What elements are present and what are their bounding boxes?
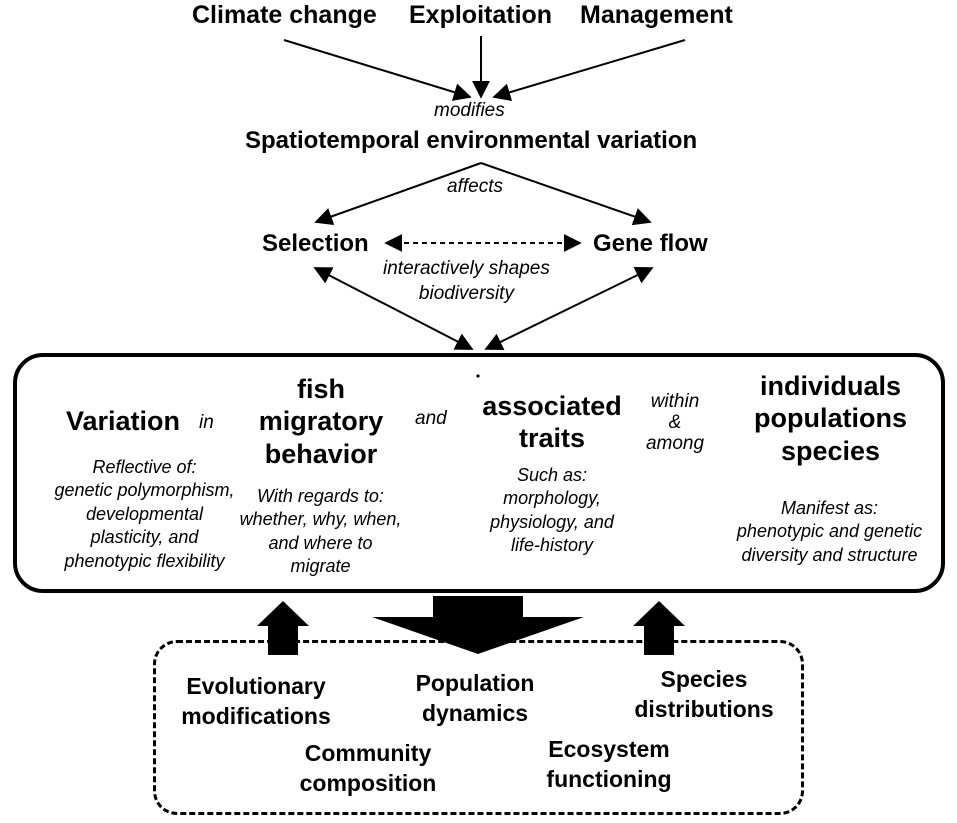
label-spatiotemporal-variation: Spatiotemporal environmental variation [245, 127, 698, 154]
arrow-gene-flow-to-box [484, 267, 654, 350]
driver-exploitation: Exploitation [409, 1, 553, 29]
traits-variation-box [13, 353, 945, 593]
stray-dot [476, 374, 480, 378]
box-levels-note: Manifest as: phenotypic and genetic dive… [736, 498, 923, 565]
label-selection: Selection [262, 230, 369, 257]
outcomes-box [153, 640, 804, 815]
box-in: in [199, 412, 214, 433]
driver-climate-change: Climate change [192, 1, 377, 29]
block-arrow-down [372, 596, 584, 654]
box-variation-note: Reflective of: genetic polymorphism, dev… [54, 457, 235, 571]
outcome-population-dynamics: Population dynamics [415, 670, 535, 726]
outcome-evolutionary-modifications: Evolutionary modifications [181, 673, 331, 729]
box-levels: individuals populations species [754, 371, 907, 466]
box-associated-traits: associated traits [482, 391, 622, 454]
outcome-ecosystem-functioning: Ecosystem functioning [546, 736, 672, 792]
box-within-among: within & among [645, 391, 705, 454]
arrow-climate-change [283, 39, 472, 101]
label-gene-flow: Gene flow [593, 230, 708, 257]
arrow-to-selection [314, 162, 482, 226]
box-and: and [415, 408, 447, 429]
label-interactively-shapes: interactively shapes biodiversity [383, 258, 550, 304]
outcome-species-distributions: Species distributions [634, 666, 774, 722]
label-modifies: modifies [434, 100, 505, 121]
arrow-to-gene-flow [480, 162, 652, 226]
driver-management: Management [580, 1, 733, 29]
box-fish-migratory-behavior: fish migratory behavior [258, 374, 384, 469]
arrow-selection-to-box [313, 267, 474, 350]
arrow-management [492, 39, 686, 101]
box-variation-title: Variation [66, 406, 181, 436]
label-affects: affects [447, 176, 503, 197]
box-traits-note: Such as: morphology, physiology, and lif… [490, 465, 614, 556]
outcome-community-composition: Community composition [299, 740, 437, 796]
box-behavior-note: With regards to: whether, why, when, and… [239, 486, 402, 577]
